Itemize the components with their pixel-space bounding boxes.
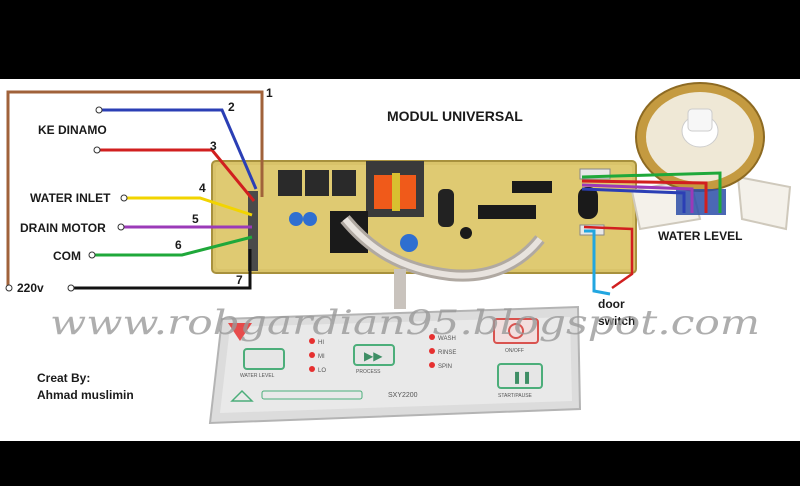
control-panel: ▶▶ ❚❚ HI MI LO WASH RINSE SPIN WATER LEV… — [208, 305, 582, 425]
left-wires — [5, 90, 264, 292]
panel-hi: HI — [318, 340, 324, 346]
watermark: www.robgardian95.blogspot.com — [50, 303, 760, 343]
wire-6 — [93, 235, 253, 257]
label-switch: switch — [598, 314, 635, 328]
panel-on-off: ON/OFF — [505, 348, 524, 354]
pcb-board — [211, 160, 637, 274]
wire-2 — [100, 108, 258, 190]
panel-mi: MI — [318, 354, 325, 360]
panel-spin: SPIN — [438, 364, 452, 370]
label-water-level: WATER LEVEL — [658, 229, 742, 243]
panel-model: SXY2200 — [388, 392, 418, 399]
start-pause-button — [497, 363, 543, 389]
wire-7 — [72, 249, 252, 290]
process-icon: ▶▶ — [364, 349, 383, 363]
label-com: COM — [53, 249, 81, 263]
wire-number-4: 4 — [199, 181, 206, 195]
water-level-sensor — [630, 82, 792, 231]
panel-rinse: RINSE — [438, 350, 456, 356]
house-icon — [230, 389, 254, 402]
label-door: door — [598, 297, 625, 311]
wire-number-2: 2 — [228, 100, 235, 114]
wire-number-6: 6 — [175, 238, 182, 252]
pause-icon: ❚❚ — [512, 370, 532, 384]
credit-line-2: Ahmad muslimin — [37, 388, 134, 402]
label-ke-dinamo: KE DINAMO — [38, 123, 107, 137]
wire-number-1: 1 — [266, 86, 273, 100]
wire-number-7: 7 — [236, 273, 243, 287]
label-220v: 220v — [17, 281, 44, 295]
water-level-button — [243, 348, 285, 370]
door-switch-wire-red — [583, 225, 634, 290]
panel-water-level: WATER LEVEL — [240, 373, 275, 379]
right-wires — [581, 171, 722, 296]
credit-line-1: Creat By: — [37, 371, 90, 385]
wire-3 — [98, 148, 256, 202]
diagram-title: MODUL UNIVERSAL — [387, 108, 523, 124]
label-water-inlet: WATER INLET — [30, 191, 111, 205]
process-button — [353, 344, 395, 366]
panel-process: PROCESS — [356, 369, 381, 375]
diagram-canvas: MODUL UNIVERSAL — [0, 79, 800, 441]
power-icon — [508, 323, 524, 339]
wire-4 — [125, 196, 253, 217]
wire-1 — [6, 90, 264, 288]
transformer — [366, 161, 424, 217]
door-switch-wire-blue — [584, 229, 611, 296]
wire-number-5: 5 — [192, 212, 199, 226]
wire-number-3: 3 — [210, 139, 217, 153]
panel-start-pause: START/PAUSE — [498, 393, 533, 399]
panel-lo: LO — [318, 368, 326, 374]
label-drain-motor: DRAIN MOTOR — [20, 221, 106, 235]
on-off-button — [493, 318, 539, 344]
panel-wash: WASH — [438, 336, 456, 342]
wiring-diagram: MODUL UNIVERSAL — [5, 82, 792, 425]
